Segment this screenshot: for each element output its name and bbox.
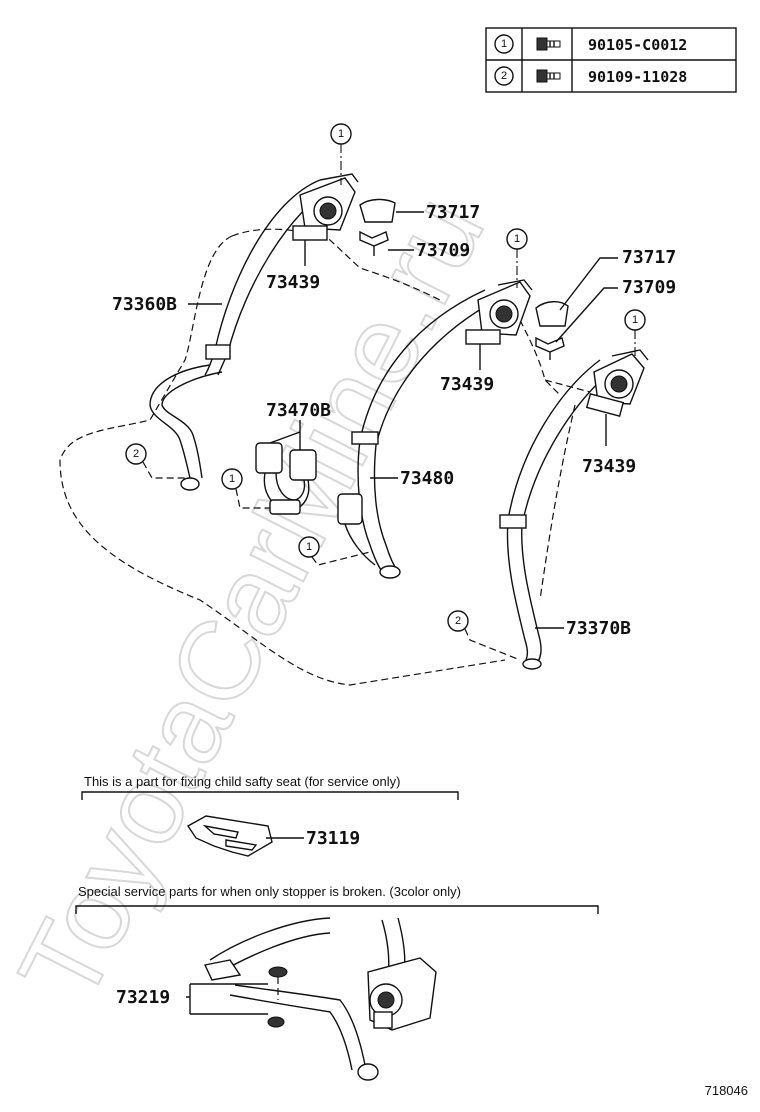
fastener-row-2: 2 90109-11028: [494, 66, 687, 86]
svg-text:73717: 73717: [426, 202, 480, 223]
part-label-73370b: 73370B: [535, 618, 631, 639]
stopper-section: Special service parts for when only stop…: [75, 884, 599, 1081]
outer-belt-left: [149, 173, 359, 491]
part-label-73480: 73480: [370, 468, 454, 489]
callout-1-top-left: 1: [330, 123, 352, 185]
fastener-row-1: 1 90105-C0012: [494, 34, 687, 54]
outer-belt-right: [499, 349, 649, 670]
fastener-ref-1: 1: [501, 38, 507, 50]
bolt-icon: [536, 69, 561, 83]
svg-text:2: 2: [455, 615, 461, 627]
stopper-button-bottom: [267, 1016, 285, 1028]
svg-text:73717: 73717: [622, 247, 676, 268]
fastener-ref-2: 2: [501, 70, 507, 82]
svg-text:73439: 73439: [582, 456, 636, 477]
callout-1-buckle: 1: [221, 468, 270, 509]
fastener-part-number-1: 90105-C0012: [588, 36, 687, 54]
center-belt: [351, 279, 533, 579]
cover-73717-right: [535, 301, 569, 327]
part-label-73439-left: 73439: [266, 240, 320, 293]
retractor-detail: [367, 957, 437, 1031]
callout-1-center-buckle: 1: [298, 536, 371, 566]
fastener-part-number-2: 90109-11028: [588, 68, 687, 86]
part-label-73119: 73119: [306, 828, 360, 849]
svg-text:1: 1: [632, 314, 638, 326]
part-label-73709-right: 73709: [555, 277, 676, 343]
svg-text:73709: 73709: [622, 277, 676, 298]
svg-text:2: 2: [133, 448, 139, 460]
seat-outline: [59, 228, 591, 686]
part-label-73439-center: 73439: [440, 344, 494, 395]
fastener-table: 1 90105-C0012 2 90109-11028: [485, 27, 737, 93]
label-73439-center: [465, 329, 501, 345]
retractor-left: [299, 173, 359, 231]
svg-text:73480: 73480: [400, 468, 454, 489]
callout-1-center: 1: [506, 228, 528, 288]
svg-text:73709: 73709: [416, 240, 470, 261]
svg-text:73439: 73439: [266, 272, 320, 293]
svg-text:1: 1: [306, 541, 312, 553]
clip-73709-left: [359, 230, 389, 256]
seat-outline-right: [539, 404, 576, 601]
child-seat-section: This is a part for fixing child safty se…: [81, 774, 459, 857]
label-73439-left: [292, 225, 328, 241]
part-label-73219: 73219: [116, 987, 170, 1008]
svg-text:73470B: 73470B: [266, 400, 331, 421]
clip-73709-right: [535, 336, 565, 360]
callout-2-right: 2: [447, 610, 521, 661]
part-label-73360b: 73360B: [112, 294, 222, 315]
svg-text:73370B: 73370B: [566, 618, 631, 639]
part-label-73439-right: 73439: [582, 414, 636, 477]
part-label-73470b: 73470B: [266, 400, 331, 450]
bolt-icon: [536, 37, 561, 51]
svg-text:73360B: 73360B: [112, 294, 177, 315]
callout-2-left: 2: [125, 443, 185, 479]
part-label-73709-left: 73709: [388, 240, 470, 261]
diagram-number: 718046: [705, 1083, 748, 1098]
label-73439-right: [585, 392, 625, 418]
callout-1-right: 1: [624, 309, 646, 358]
stopper-note: Special service parts for when only stop…: [78, 884, 461, 899]
retractor-right: [593, 349, 649, 405]
svg-text:73439: 73439: [440, 374, 494, 395]
buckle-assembly: [255, 442, 317, 515]
stopper-button-top: [268, 966, 288, 1000]
child-seat-note: This is a part for fixing child safty se…: [84, 774, 400, 789]
part-label-73717-left: 73717: [396, 202, 480, 223]
retractor-center: [477, 279, 533, 336]
buckle-center: [337, 493, 376, 566]
svg-text:1: 1: [514, 233, 520, 245]
anchor-bracket-73119: [186, 815, 273, 857]
part-label-73717-right: 73717: [559, 247, 676, 311]
cover-73717-left: [359, 198, 396, 223]
svg-text:1: 1: [229, 473, 235, 485]
svg-text:1: 1: [338, 128, 344, 140]
